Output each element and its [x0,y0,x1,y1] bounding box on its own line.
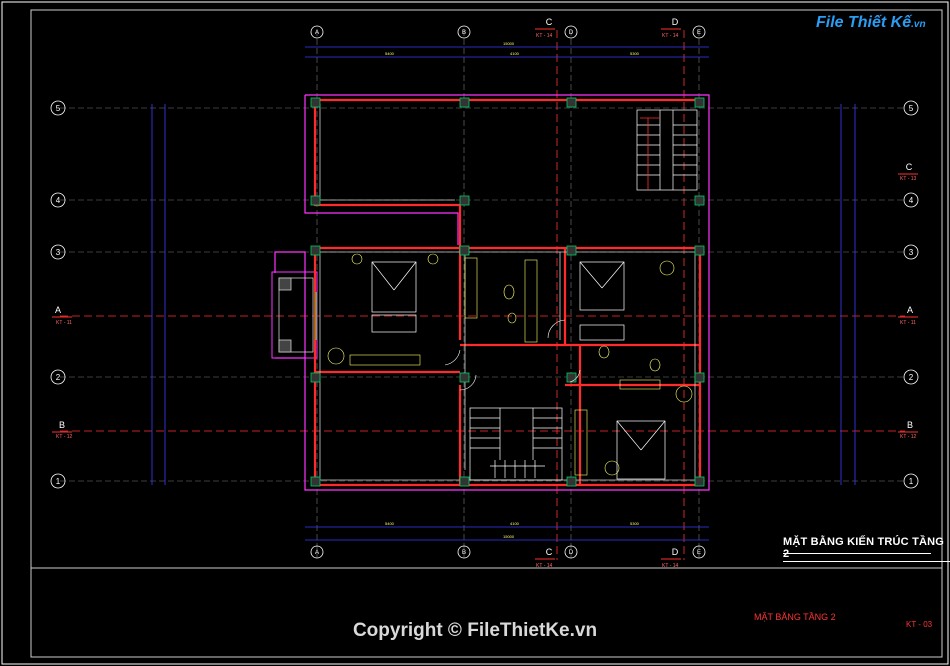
dimension-lines [151,46,856,541]
svg-text:KT - 12: KT - 12 [56,434,73,440]
svg-text:3: 3 [56,248,61,257]
grid-row-labels: 5 4 3 2 1 5 4 3 2 1 [56,104,914,486]
svg-text:1: 1 [909,477,914,486]
structural-columns [310,97,705,487]
dimension-text: 5400 4100 5300 15000 5400 4100 5300 1500… [385,41,640,539]
svg-text:D: D [569,550,574,556]
walls [313,98,702,487]
svg-text:B: B [462,550,466,556]
svg-text:A: A [315,30,319,36]
interior-walls [319,104,696,481]
svg-text:E: E [697,30,701,36]
sheet-code: KT - 03 [906,620,933,629]
svg-text:KT - 14: KT - 14 [536,33,553,39]
svg-text:1: 1 [56,477,61,486]
inner-border [30,9,943,658]
bathroom-fixtures [464,257,661,476]
svg-text:5300: 5300 [630,51,640,56]
svg-text:A: A [55,305,61,315]
svg-text:E: E [697,550,701,556]
svg-text:KT - 12: KT - 12 [900,434,917,440]
balcony-outline [271,271,318,359]
svg-text:4: 4 [909,196,914,205]
svg-text:3: 3 [909,248,914,257]
svg-text:KT - 14: KT - 14 [662,33,679,39]
copyright-watermark: Copyright © FileThietKe.vn [352,620,598,641]
svg-text:2: 2 [56,373,61,382]
bed-lower-right [616,420,666,480]
section-mark-c-top: C KT - 14 C KT - 14 [536,17,553,569]
svg-text:A: A [315,550,319,556]
grid-bubble-labels: A B D E A B D E [315,30,701,556]
svg-text:KT - 14: KT - 14 [662,563,679,569]
svg-text:KT - 11: KT - 11 [900,320,916,326]
svg-text:KT - 13: KT - 13 [900,176,917,182]
svg-text:5400: 5400 [385,51,395,56]
logo-text: File Thiết Kế [816,14,912,31]
svg-text:4: 4 [56,196,61,205]
logo-domain: .vn [911,19,926,30]
svg-text:B: B [907,420,913,430]
svg-text:5: 5 [909,104,914,113]
svg-text:B: B [462,30,466,36]
grid-lines-horizontal [60,107,905,482]
title-underline [783,553,931,554]
section-mark-b-left: B KT - 12 [56,420,73,440]
staircase-lower [469,407,563,481]
svg-text:4100: 4100 [510,51,520,56]
titleblock-name: MẶT BẰNG TẦNG 2 [754,612,836,622]
svg-text:C: C [546,17,553,27]
staircase-upper [636,109,698,191]
grid-lines-vertical [316,30,700,560]
svg-text:D: D [569,30,574,36]
svg-text:4100: 4100 [510,521,520,526]
svg-text:KT - 11: KT - 11 [56,320,72,326]
svg-text:KT - 14: KT - 14 [536,563,553,569]
section-mark-c-right: C KT - 13 [900,162,917,182]
svg-text:15000: 15000 [503,41,515,46]
svg-text:D: D [672,547,679,557]
svg-text:5300: 5300 [630,521,640,526]
drawing-title: MẶT BẰNG KIẾN TRÚC TẦNG 2 [783,536,950,562]
bed-left [371,261,417,333]
section-mark-d-top: D KT - 14 D KT - 14 [662,17,679,569]
svg-text:2: 2 [909,373,914,382]
bed-right [579,261,625,341]
grid-bubbles-side [50,100,919,489]
svg-text:B: B [59,420,65,430]
section-mark-underlines [52,28,918,560]
stair-arrow-upper [640,117,660,190]
svg-text:15000: 15000 [503,534,515,539]
brand-logo: File Thiết Kế.vn [816,14,926,32]
svg-text:5: 5 [56,104,61,113]
section-mark-b-right: B KT - 12 [900,420,917,440]
section-lines-vertical [556,30,685,560]
balcony [278,277,314,353]
grid-bubbles-top [310,25,706,559]
svg-text:D: D [672,17,679,27]
svg-text:C: C [906,162,913,172]
door-swings [444,319,581,391]
section-lines-horizontal [60,315,905,432]
svg-text:C: C [546,547,553,557]
svg-text:5400: 5400 [385,521,395,526]
section-mark-a-right: A KT - 11 [900,305,916,326]
furniture-misc [327,253,693,476]
section-mark-a-left: A KT - 11 [55,305,72,326]
svg-text:A: A [907,305,913,315]
